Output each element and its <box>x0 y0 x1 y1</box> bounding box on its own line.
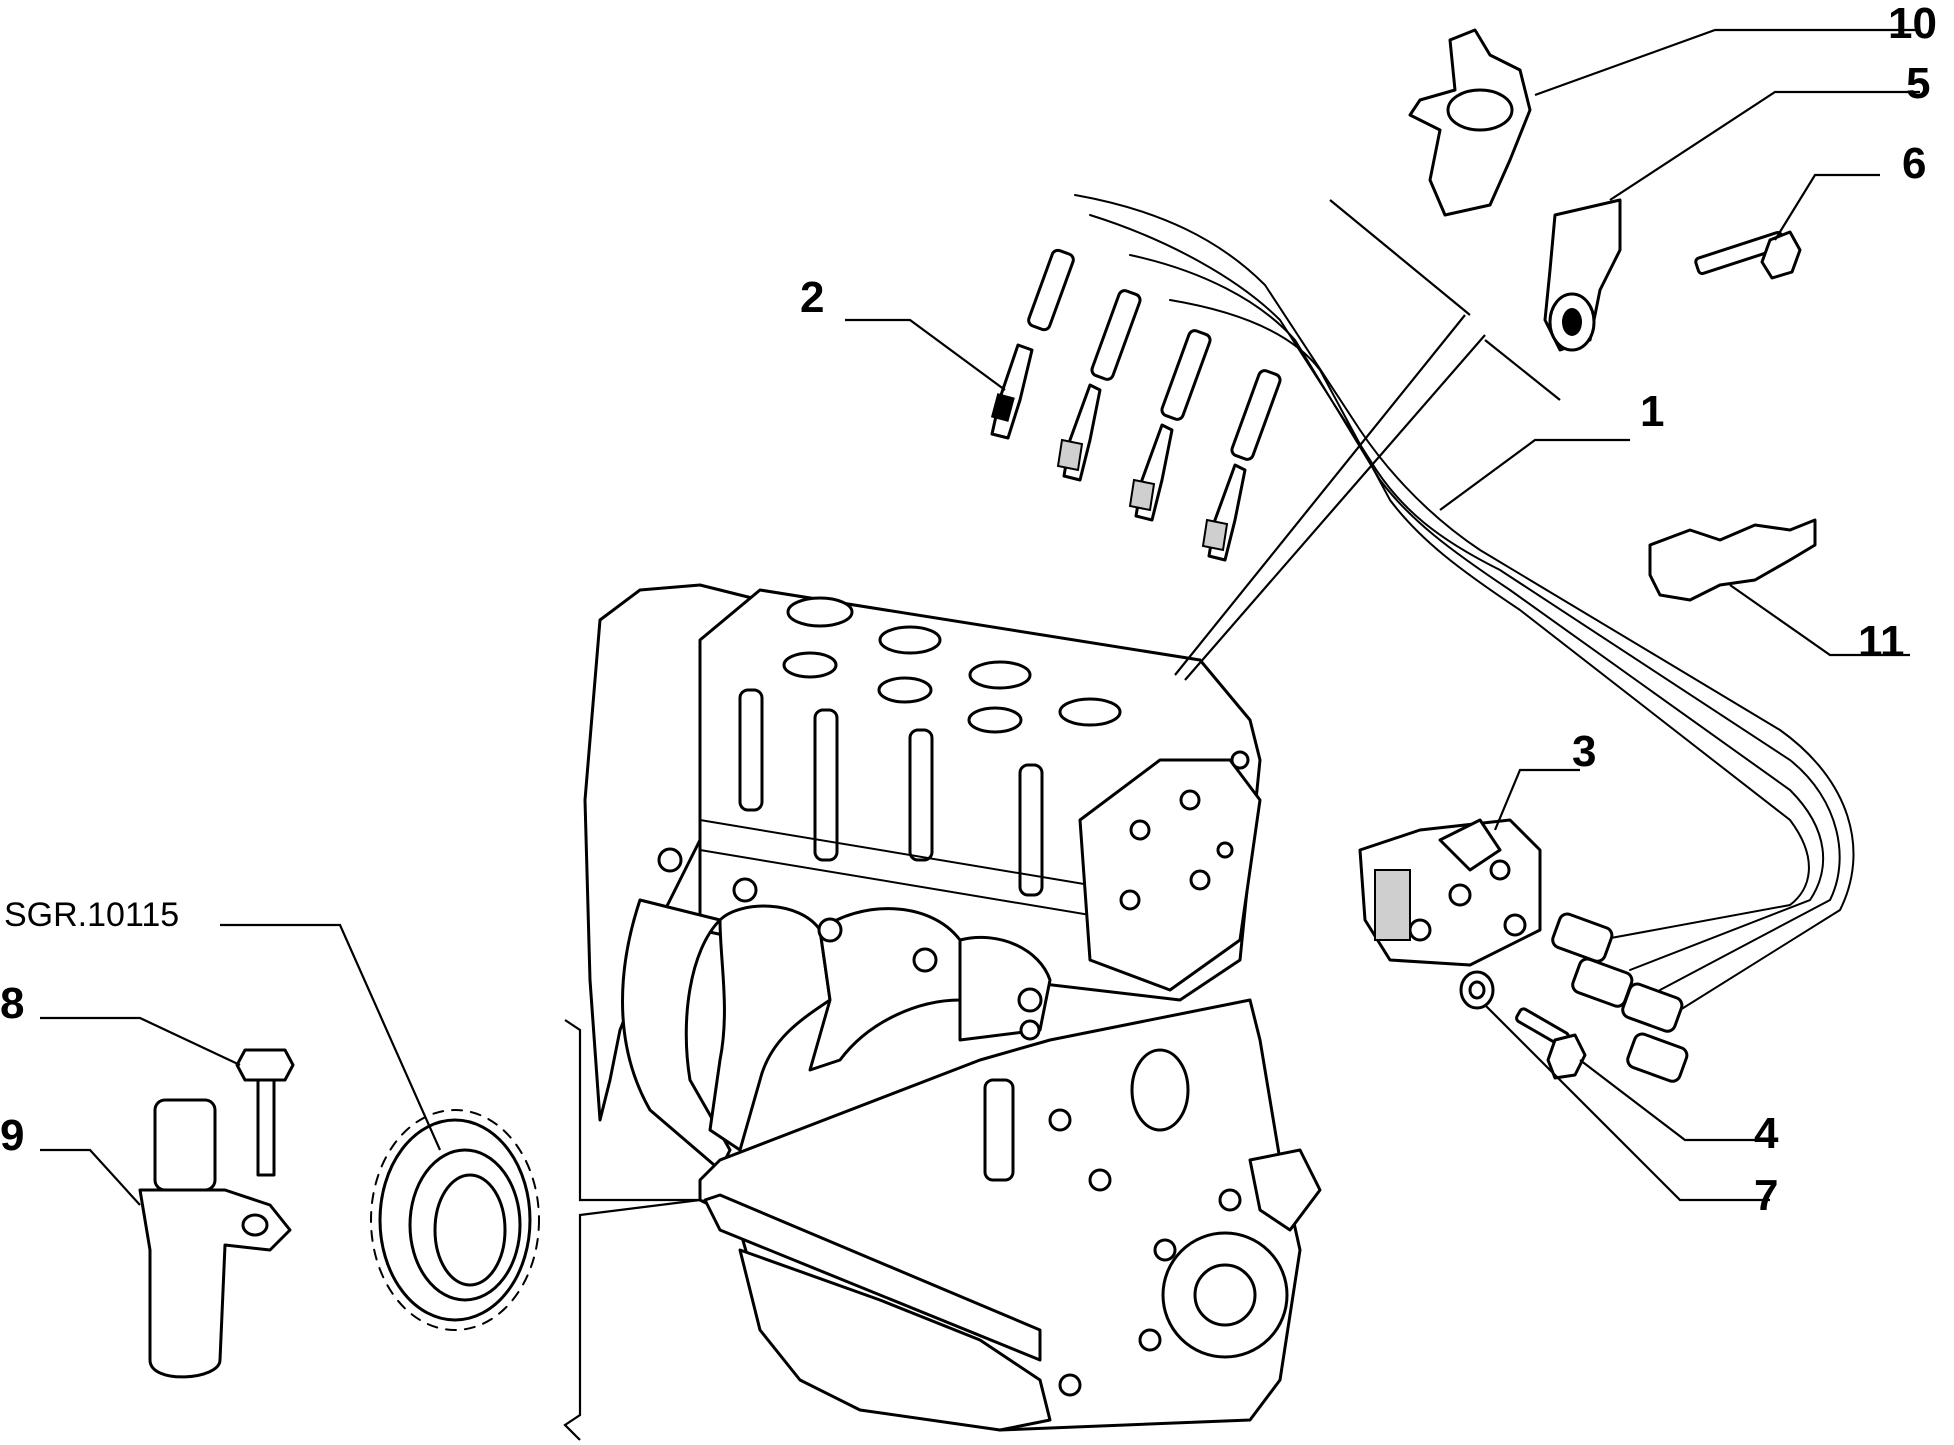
engine-block <box>583 583 1322 1432</box>
phonic-wheel <box>370 1109 540 1331</box>
cable-bracket <box>1408 28 1532 217</box>
ignition-cable-set <box>1027 194 1855 1083</box>
callout-2: 2 <box>800 273 824 322</box>
washer <box>1459 970 1495 1010</box>
leader-lines <box>40 28 1920 1206</box>
callout-9: 9 <box>0 1111 24 1160</box>
knock-sensor <box>1543 198 1622 352</box>
rpm-sensor <box>138 1098 292 1379</box>
callout-11: 11 <box>1858 617 1905 666</box>
callout-4: 4 <box>1754 1109 1779 1158</box>
callout-8: 8 <box>0 979 24 1028</box>
callout-7: 7 <box>1754 1171 1778 1220</box>
spark-plugs <box>990 343 1247 562</box>
callout-3: 3 <box>1572 727 1596 776</box>
knock-sensor-bolt <box>1694 230 1802 280</box>
callout-5: 5 <box>1906 59 1930 108</box>
coil-bolt <box>1515 1007 1587 1080</box>
reference-code: SGR.10115 <box>4 896 179 934</box>
sensor-bolt <box>235 1048 295 1177</box>
callout-1: 1 <box>1640 387 1664 436</box>
cable-clip <box>1648 518 1817 602</box>
callout-10: 10 <box>1888 0 1937 48</box>
callout-6: 6 <box>1902 139 1926 188</box>
ignition-coil <box>1358 818 1542 967</box>
